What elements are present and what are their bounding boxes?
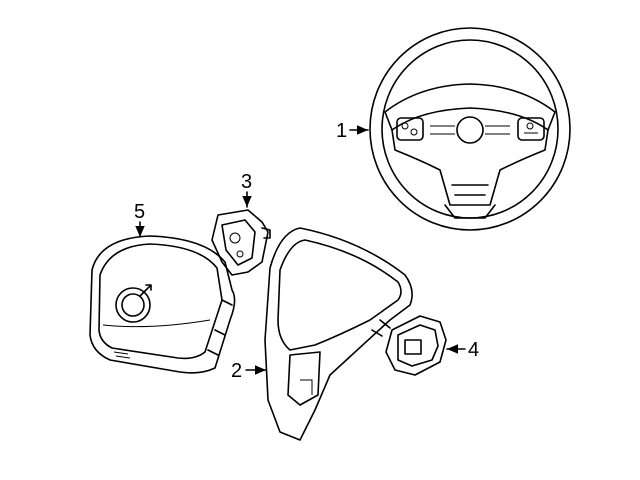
callout-4: 4 bbox=[446, 339, 479, 361]
callout-number: 2 bbox=[231, 360, 242, 382]
callout-2: 2 bbox=[231, 360, 267, 382]
callout-number: 5 bbox=[134, 201, 145, 223]
airbag bbox=[89, 235, 236, 374]
callout-3: 3 bbox=[241, 171, 252, 208]
trim-cover bbox=[264, 227, 413, 441]
callout-number: 4 bbox=[468, 339, 479, 361]
right-switch bbox=[385, 315, 447, 376]
callout-number: 3 bbox=[241, 171, 252, 193]
callout-1: 1 bbox=[336, 120, 369, 142]
steering-wheel bbox=[369, 27, 571, 231]
callout-5: 5 bbox=[134, 201, 145, 238]
callout-number: 1 bbox=[336, 120, 347, 142]
left-switch bbox=[211, 209, 271, 276]
